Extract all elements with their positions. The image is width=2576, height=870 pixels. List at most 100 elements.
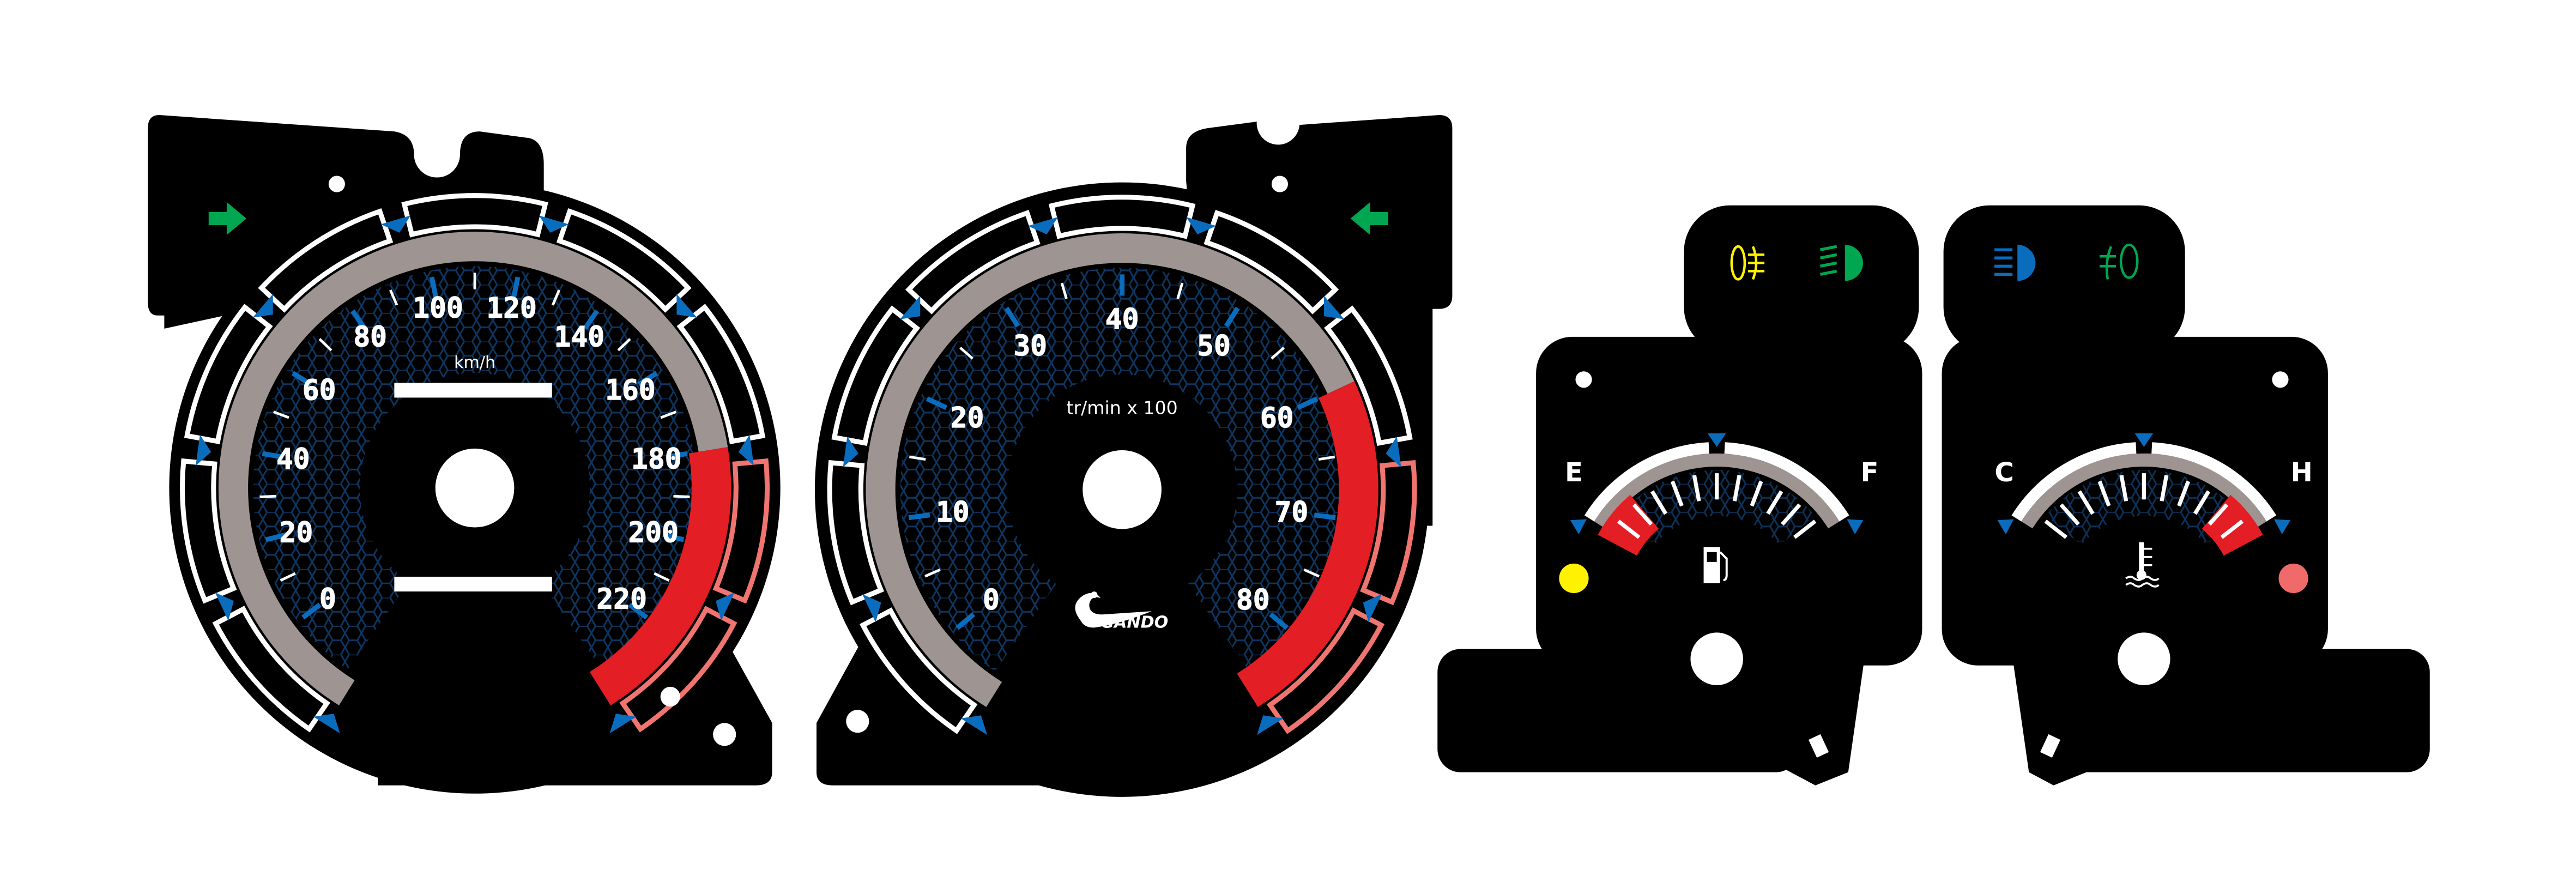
segment-marker-icon — [676, 294, 697, 318]
redline-band — [589, 447, 731, 705]
segment-marker-icon — [1363, 594, 1382, 623]
end-marker-icon — [1570, 519, 1587, 535]
dial-number: 0 — [319, 583, 336, 615]
fuel-gauge-panel: E F — [1437, 205, 1922, 786]
dial-number: 140 — [554, 321, 605, 354]
dial-number: 60 — [1260, 402, 1294, 434]
dial-number: 10 — [936, 496, 970, 529]
segment-marker-icon — [716, 592, 735, 621]
gauge-band-highlight — [1584, 442, 1709, 522]
mount-hole — [660, 686, 680, 707]
major-tick — [908, 512, 930, 521]
front-fog-light-icon — [1730, 245, 1765, 281]
dial-number: 20 — [280, 516, 313, 549]
minor-tick — [273, 410, 289, 419]
minor-tick — [318, 338, 332, 352]
end-marker-icon — [1847, 519, 1864, 535]
minor-tick — [389, 289, 398, 306]
gauge-tick — [1670, 480, 1684, 507]
minor-tick — [280, 572, 296, 582]
major-tick — [301, 602, 322, 620]
major-tick — [265, 532, 287, 542]
gauge-tick — [1766, 490, 1783, 515]
gauge-tick — [2044, 519, 2068, 539]
gauge-tick — [1650, 490, 1668, 515]
gauge-tick — [2119, 475, 2128, 502]
fuel-pump-icon — [1703, 547, 1728, 584]
segment-marker-icon — [196, 434, 211, 466]
gauge-band — [2021, 453, 2267, 529]
segment-marker-icon — [252, 294, 273, 318]
mount-hole — [2272, 371, 2289, 388]
dial-number: 160 — [605, 374, 656, 407]
major-tick — [956, 612, 976, 630]
minor-tick — [909, 455, 926, 461]
gauge-tick — [1617, 519, 1641, 539]
gauge-tick — [2177, 480, 2191, 507]
major-tick — [1269, 612, 1289, 630]
minor-tick — [1318, 455, 1335, 461]
redline-band — [1598, 494, 1659, 556]
fuel-full-label: F — [1860, 457, 1878, 488]
mount-hole — [713, 723, 736, 746]
dial-number: 30 — [1013, 330, 1047, 362]
major-tick — [511, 276, 521, 299]
needle-hole — [1083, 450, 1162, 529]
major-tick — [666, 451, 688, 460]
gauge-tick — [2208, 503, 2229, 526]
dial-number: 60 — [303, 374, 336, 407]
mount-hole — [2118, 632, 2170, 685]
gauge-tick — [1750, 480, 1763, 507]
arrow-right-icon — [208, 202, 247, 235]
segment-marker-icon — [1386, 436, 1401, 468]
dial-number: 200 — [628, 516, 679, 549]
gauge-band-highlight — [2151, 442, 2277, 522]
end-marker-icon — [2274, 519, 2291, 535]
redline-band — [2202, 494, 2263, 556]
fuel-warning-dot-icon — [1559, 563, 1589, 594]
hex-pattern-background — [253, 266, 697, 670]
dial-number: 70 — [1275, 496, 1309, 529]
odometer-window-bottom — [394, 576, 552, 592]
major-tick — [350, 309, 367, 330]
hex-pattern-background — [2046, 470, 2242, 546]
needle-hole — [435, 448, 515, 528]
segment-marker-icon — [843, 436, 858, 468]
major-tick — [628, 602, 649, 620]
segment-marker-icon — [960, 715, 988, 735]
coolant-temperature-icon — [2125, 542, 2160, 588]
gauge-tick — [2059, 503, 2080, 526]
segment-marker-icon — [1323, 295, 1345, 319]
hex-pattern-background — [1618, 470, 1815, 546]
center-marker-icon — [1707, 433, 1726, 447]
redline-band — [1237, 381, 1378, 707]
gauge-tick — [2220, 519, 2244, 539]
minor-tick — [617, 338, 631, 352]
mount-notch — [2040, 734, 2061, 758]
segment-marker-icon — [1186, 217, 1217, 234]
segment-marker-icon — [862, 594, 881, 623]
minor-tick — [1271, 347, 1285, 360]
dial-number: 40 — [276, 443, 310, 475]
dial-number: 50 — [1197, 330, 1231, 362]
center-marker-icon — [2134, 433, 2154, 447]
dial-number: 220 — [596, 583, 647, 615]
mount-hole — [328, 176, 345, 192]
minor-tick — [551, 289, 561, 306]
dial-number: 180 — [631, 443, 682, 475]
gauge-tick — [1781, 503, 1801, 526]
gauge-tick — [2097, 480, 2111, 507]
minor-tick — [673, 494, 690, 498]
gauge-tick — [1692, 475, 1701, 502]
low-beam-icon — [1820, 245, 1863, 281]
mount-hole — [1575, 371, 1592, 388]
arrow-left-icon — [1350, 202, 1388, 235]
minor-tick — [259, 494, 276, 498]
mount-notch — [1808, 734, 1829, 758]
segment-marker-icon — [899, 295, 921, 319]
dial-number: 100 — [413, 292, 463, 325]
minor-tick — [924, 568, 941, 578]
